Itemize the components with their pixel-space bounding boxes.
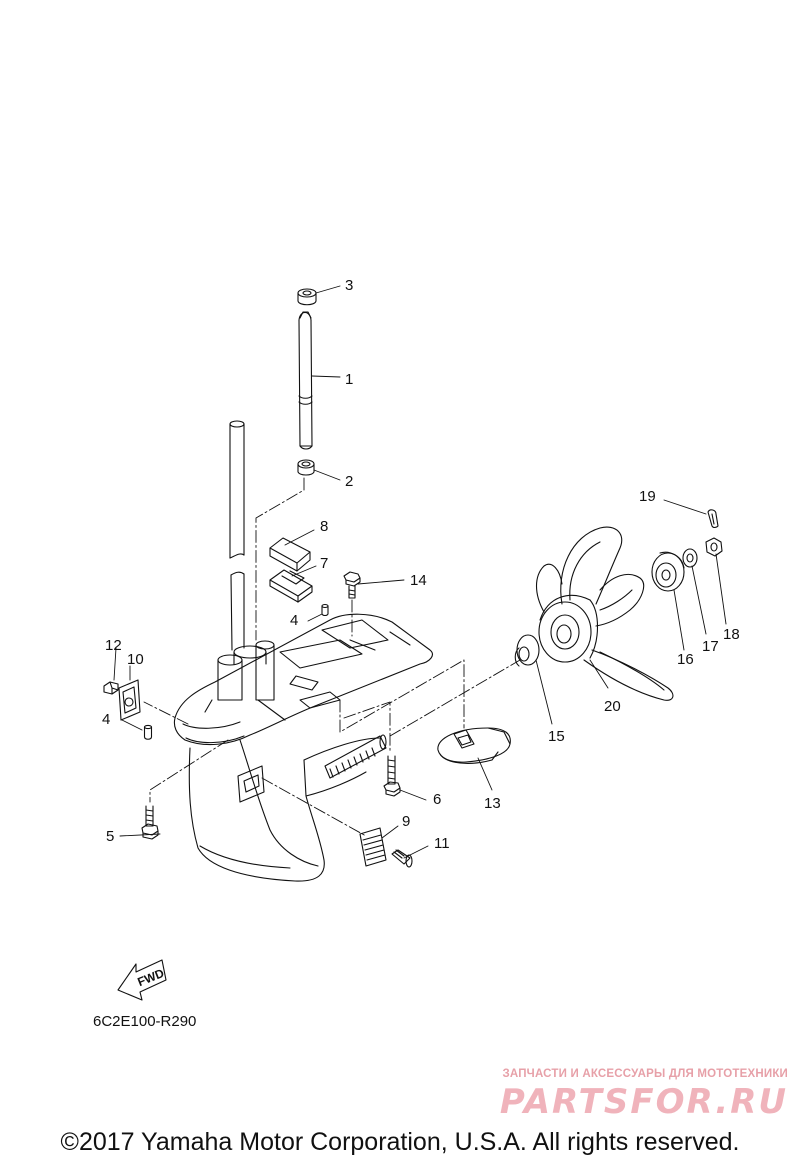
callout-3: 3 bbox=[345, 277, 353, 294]
callout-17: 17 bbox=[702, 638, 719, 655]
fwd-label: FWD bbox=[135, 966, 166, 989]
callout-4-upper: 4 bbox=[290, 612, 298, 629]
callout-12: 12 bbox=[105, 637, 122, 654]
callout-9: 9 bbox=[402, 813, 410, 830]
vertical-tube bbox=[229, 420, 245, 651]
dowel-pin-lower bbox=[143, 724, 153, 740]
callout-8: 8 bbox=[320, 518, 328, 535]
drive-shaft bbox=[298, 311, 313, 450]
nut-12 bbox=[103, 681, 119, 695]
bushing-top bbox=[297, 288, 317, 306]
watermark-logo: PARTSFOR.RU bbox=[499, 1082, 788, 1122]
callout-10: 10 bbox=[127, 651, 144, 668]
bushing-lower bbox=[297, 459, 315, 476]
callout-6: 6 bbox=[433, 791, 441, 808]
callout-5: 5 bbox=[106, 828, 114, 845]
callout-18: 18 bbox=[723, 626, 740, 643]
callout-13: 13 bbox=[484, 795, 501, 812]
callout-20: 20 bbox=[604, 698, 621, 715]
propeller bbox=[535, 526, 674, 701]
callout-4-lower: 4 bbox=[102, 711, 110, 728]
seal-rubber bbox=[269, 537, 311, 572]
reference-code: 6C2E100-R290 bbox=[93, 1013, 196, 1030]
callout-7: 7 bbox=[320, 555, 328, 572]
callout-19: 19 bbox=[639, 488, 656, 505]
spacer-15 bbox=[514, 634, 540, 667]
water-inlet-cover bbox=[359, 827, 387, 867]
washer-17 bbox=[682, 548, 698, 568]
trim-tab-anode bbox=[437, 727, 511, 764]
callout-1: 1 bbox=[345, 371, 353, 388]
screw-11 bbox=[391, 849, 413, 868]
bolt-6 bbox=[383, 755, 401, 797]
assembly-lines bbox=[143, 477, 521, 837]
dowel-pin-upper bbox=[321, 603, 329, 617]
fwd-arrow-icon bbox=[117, 959, 167, 1001]
callout-15: 15 bbox=[548, 728, 565, 745]
bolt-14 bbox=[343, 571, 361, 599]
plate bbox=[269, 569, 313, 603]
lower-casing bbox=[173, 613, 433, 882]
nut-18 bbox=[705, 537, 723, 557]
copyright-notice: ©2017 Yamaha Motor Corporation, U.S.A. A… bbox=[60, 1128, 740, 1156]
grommet-10 bbox=[118, 679, 141, 721]
callout-labels: 1 2 3 4 4 5 6 7 8 9 10 11 12 13 14 15 16… bbox=[102, 277, 740, 852]
cotter-pin-19 bbox=[707, 509, 719, 529]
watermark: ЗАПЧАСТИ И АКСЕССУАРЫ ДЛЯ МОТОТЕХНИКИ PA… bbox=[488, 1068, 788, 1128]
callout-11: 11 bbox=[434, 835, 450, 852]
callout-16: 16 bbox=[677, 651, 694, 668]
spacer-16 bbox=[651, 551, 685, 592]
watermark-tagline: ЗАПЧАСТИ И АКСЕССУАРЫ ДЛЯ МОТОТЕХНИКИ bbox=[502, 1068, 788, 1080]
callout-14: 14 bbox=[410, 572, 427, 589]
callout-2: 2 bbox=[345, 473, 353, 490]
leader-lines bbox=[113, 285, 727, 859]
